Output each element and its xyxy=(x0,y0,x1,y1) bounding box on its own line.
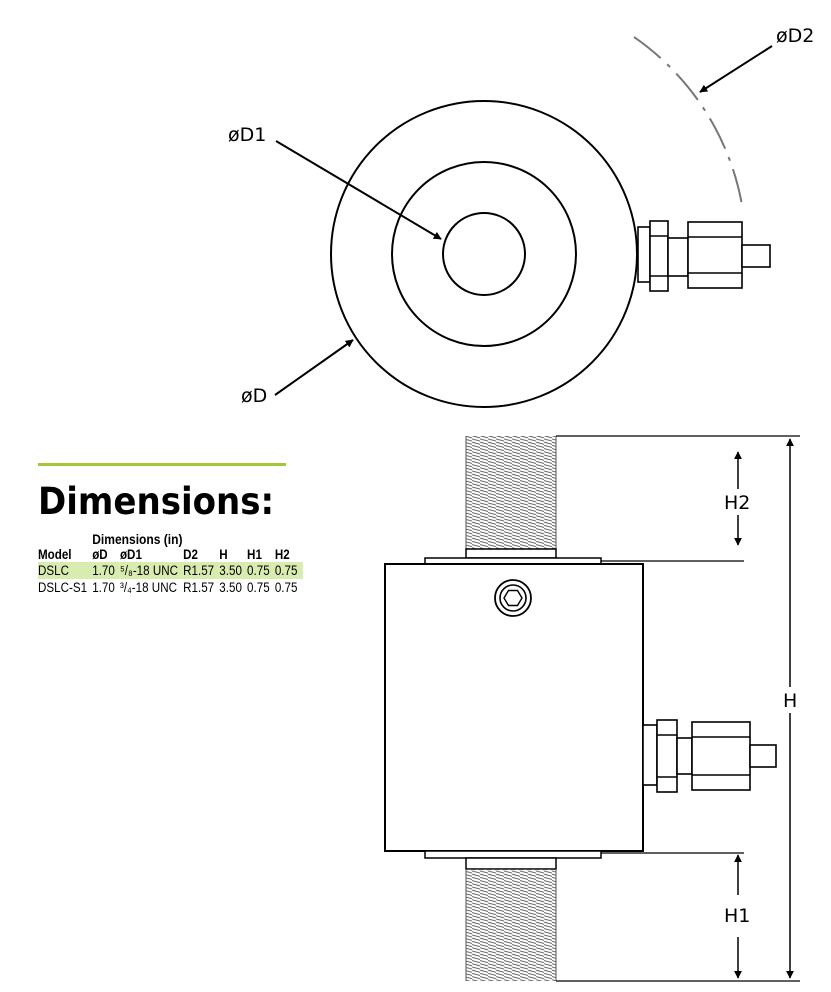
cell-h: 3.50 xyxy=(219,562,248,579)
cell-h: 3.50 xyxy=(219,580,242,595)
od2-label: øD2 xyxy=(776,25,814,47)
hex-socket xyxy=(503,589,523,607)
od-label: øD xyxy=(241,385,267,407)
col-header-model: Model xyxy=(38,547,72,562)
cell-h1: 0.75 xyxy=(247,580,270,595)
middle-circle xyxy=(391,161,577,347)
cell-od1: ⁵/₈-18 UNC xyxy=(119,562,184,579)
od2-leader xyxy=(699,45,773,93)
bottom-thread-stud xyxy=(466,869,556,981)
extension-lines xyxy=(556,435,800,982)
h2-label: H2 xyxy=(724,492,750,514)
cell-d2: R1.57 xyxy=(183,562,220,579)
table-header-row: Model øD øD1 D2 H H1 H2 xyxy=(38,547,303,562)
group-header: Dimensions (in) xyxy=(92,531,183,547)
outer-diameter-circle xyxy=(330,100,638,408)
col-header-od1: øD1 xyxy=(119,547,142,562)
top-view: øD1 øD øD2 xyxy=(228,25,814,408)
bolt-circle-arc xyxy=(633,36,743,206)
side-connector xyxy=(642,719,777,793)
table-row: DSLC-S1 1.70 ³/₄-18 UNC R1.57 3.50 0.75 … xyxy=(38,579,303,596)
side-view: H2 H H1 xyxy=(384,435,804,982)
cell-d2: R1.57 xyxy=(183,580,215,595)
dimensions-heading: Dimensions: xyxy=(38,480,275,523)
col-header-d2: D2 xyxy=(183,547,199,562)
bottom-collar xyxy=(465,857,557,870)
col-header-h: H xyxy=(219,547,228,562)
top-connector xyxy=(637,220,771,292)
cell-od: 1.70 xyxy=(92,580,115,595)
top-thread-stud xyxy=(466,436,556,549)
cell-h2: 0.75 xyxy=(274,562,303,579)
od1-leader xyxy=(275,140,442,240)
col-header-od: øD xyxy=(92,547,108,562)
dimensions-table: Dimensions (in) Model øD øD1 D2 H H1 H2 … xyxy=(38,532,303,596)
bottom-washer xyxy=(424,850,602,859)
col-header-h2: H2 xyxy=(274,547,290,562)
od-leader xyxy=(274,339,354,396)
col-header-h1: H1 xyxy=(247,547,262,562)
top-collar xyxy=(465,548,557,559)
cell-h2: 0.75 xyxy=(274,580,298,595)
table-row: DSLC 1.70 ⁵/₈-18 UNC R1.57 3.50 0.75 0.7… xyxy=(38,562,303,579)
od1-label: øD1 xyxy=(228,124,266,146)
h1-label: H1 xyxy=(724,905,750,927)
cell-od1: ³/₄-18 UNC xyxy=(119,580,177,595)
cell-model: DSLC-S1 xyxy=(38,580,88,595)
cell-od: 1.70 xyxy=(92,562,120,579)
table-group-header-row: Dimensions (in) xyxy=(38,532,303,547)
dimensions-section: Dimensions: Dimensions (in) Model øD øD1… xyxy=(38,463,358,596)
h-label: H xyxy=(783,690,797,712)
inner-bore-circle xyxy=(442,212,526,296)
cell-model: DSLC xyxy=(38,562,93,579)
cell-h1: 0.75 xyxy=(247,562,275,579)
accent-rule xyxy=(38,463,286,466)
